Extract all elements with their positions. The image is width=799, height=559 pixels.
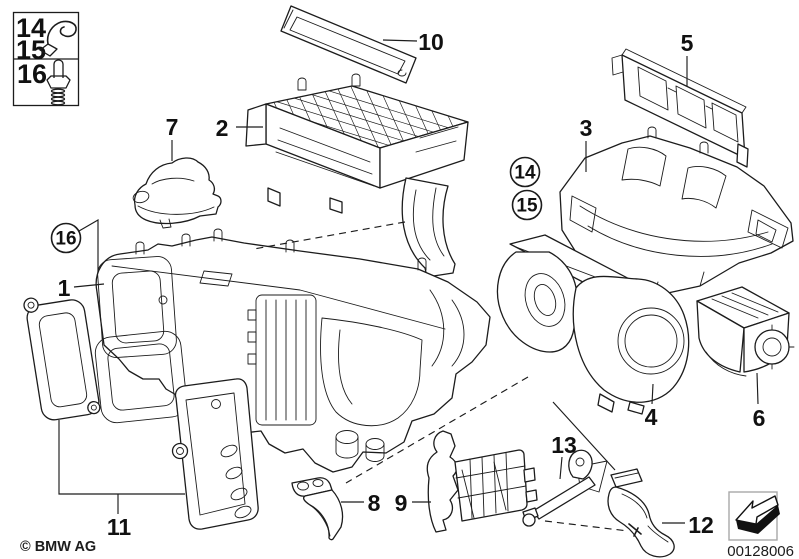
part-13-link-rod <box>522 449 608 527</box>
diagram-number: 00128006 <box>727 543 794 559</box>
callout-2[interactable]: 2 <box>216 115 229 141</box>
part-9-bracket <box>426 430 538 533</box>
circled-callout-16-label: 16 <box>55 229 76 250</box>
circled-callout-14[interactable]: 14 <box>509 156 541 188</box>
retaining-clip-icon <box>39 20 77 57</box>
callout-5[interactable]: 5 <box>681 30 694 56</box>
callout-10[interactable]: 10 <box>418 29 444 55</box>
assembly-axis-lines <box>253 221 629 532</box>
legend-number-16[interactable]: 16 <box>17 59 47 89</box>
legend-number-14[interactable]: 14 <box>16 13 46 43</box>
callout-13[interactable]: 13 <box>551 432 577 458</box>
part-8-bracket <box>291 477 344 541</box>
callout-11[interactable]: 11 <box>107 514 132 540</box>
callout-leaders <box>58 39 759 524</box>
circled-callout-15[interactable]: 15 <box>511 189 543 221</box>
callout-6[interactable]: 6 <box>753 405 766 431</box>
callout-7[interactable]: 7 <box>166 114 179 140</box>
circled-callout-15-label: 15 <box>516 196 538 217</box>
circled-callout-16[interactable]: 16 <box>50 222 82 254</box>
callout-1[interactable]: 1 <box>58 275 71 301</box>
part-10-sealing-frame <box>280 5 417 84</box>
part-2-upper-housing <box>245 73 469 278</box>
part-12-drain-hose <box>607 468 675 558</box>
part-5-vent-grille <box>611 48 749 168</box>
part-4-blower-housing <box>496 234 690 415</box>
circled-callout-14-label: 14 <box>514 163 536 184</box>
screw-icon <box>46 59 71 106</box>
direction-arrow-box <box>728 491 780 541</box>
part-11-gasket-ring <box>23 297 101 421</box>
direction-arrow-icon <box>735 495 780 534</box>
part-7-cover <box>132 157 222 229</box>
stud-icon <box>297 73 361 91</box>
part-11-gasket-plate <box>171 378 259 530</box>
callout-3[interactable]: 3 <box>580 115 593 141</box>
copyright-text: © BMW AG <box>20 539 96 555</box>
part-6-actuator-housing <box>696 286 795 377</box>
callout-9[interactable]: 9 <box>395 490 408 516</box>
legend-box: 14 15 16 <box>12 11 80 107</box>
callout-12[interactable]: 12 <box>688 512 714 538</box>
callout-4[interactable]: 4 <box>645 404 658 430</box>
callout-8[interactable]: 8 <box>368 490 381 516</box>
